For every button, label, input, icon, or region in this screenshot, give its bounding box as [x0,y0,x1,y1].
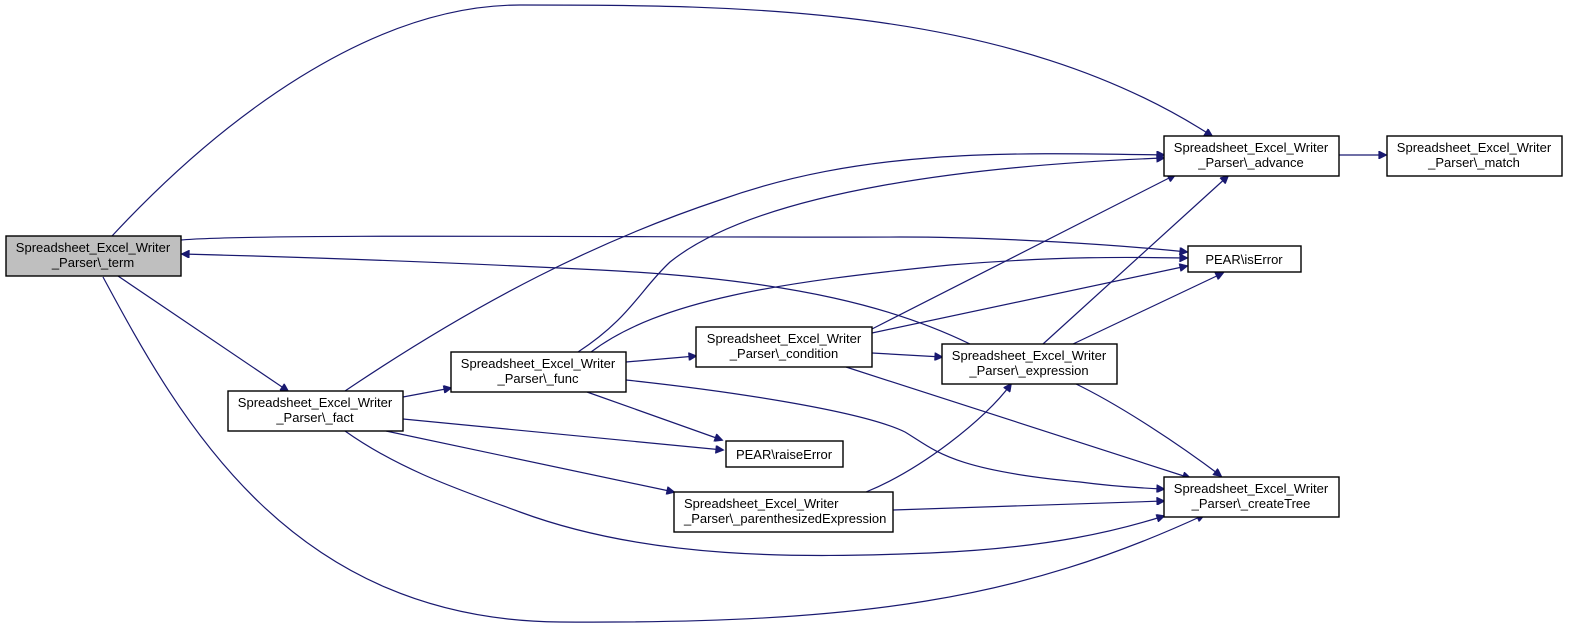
edge-expression-createTree [1073,382,1221,476]
node-func[interactable]: Spreadsheet_Excel_Writer _Parser\_func [450,351,627,393]
node-raiseError-line1: PEAR\raiseError [736,447,833,462]
edge-term-createTree [102,276,1204,623]
edge-parenthesized-expression [865,384,1011,493]
node-advance-line1: Spreadsheet_Excel_Writer [1174,140,1329,155]
edge-func-advance [577,158,1164,353]
node-parenthesized-line2: _Parser\_parenthesizedExpression [683,511,886,526]
edges [102,4,1386,623]
node-expression-line2: _Parser\_expression [968,363,1088,378]
edge-fact-func [402,388,451,398]
edge-func-createTree [625,379,1164,489]
node-term-line2: _Parser\_term [51,255,134,270]
edge-func-condition [625,356,696,363]
node-func-line2: _Parser\_func [497,371,579,386]
node-isError-line1: PEAR\isError [1205,252,1283,267]
node-expression-line1: Spreadsheet_Excel_Writer [952,348,1107,363]
node-raiseError[interactable]: PEAR\raiseError [725,440,844,468]
edge-term-advance [111,4,1212,237]
node-term-line1: Spreadsheet_Excel_Writer [16,240,171,255]
edge-condition-createTree [845,366,1190,478]
node-createTree[interactable]: Spreadsheet_Excel_Writer _Parser\_create… [1163,476,1340,518]
edge-term-isError [180,235,1187,252]
node-fact-line1: Spreadsheet_Excel_Writer [238,395,393,410]
node-createTree-line2: _Parser\_createTree [1191,496,1311,511]
node-advance-line2: _Parser\_advance [1197,155,1304,170]
node-parenthesized-line1: Spreadsheet_Excel_Writer [684,496,839,511]
edge-func-isError [590,257,1187,353]
node-match[interactable]: Spreadsheet_Excel_Writer _Parser\_match [1386,135,1563,177]
node-func-line1: Spreadsheet_Excel_Writer [461,356,616,371]
edge-expression-isError [1072,273,1223,345]
node-advance[interactable]: Spreadsheet_Excel_Writer _Parser\_advanc… [1163,135,1340,177]
edge-expression-term [182,254,971,345]
node-match-line1: Spreadsheet_Excel_Writer [1397,140,1552,155]
edge-fact-createTree [344,430,1164,557]
node-fact-line2: _Parser\_fact [275,410,354,425]
node-condition-line2: _Parser\_condition [729,346,838,361]
edge-fact-advance [344,154,1164,392]
node-condition[interactable]: Spreadsheet_Excel_Writer _Parser\_condit… [695,326,873,368]
edge-term-fact [117,275,288,391]
edge-condition-expression [871,352,942,357]
edge-parenthesized-createTree [892,501,1164,511]
edge-condition-isError [871,266,1187,334]
edge-fact-parenthesized [385,430,674,492]
node-expression[interactable]: Spreadsheet_Excel_Writer _Parser\_expres… [941,343,1118,385]
node-createTree-line1: Spreadsheet_Excel_Writer [1174,481,1329,496]
edge-expression-advance [1042,176,1228,345]
edge-func-raiseError [586,391,722,440]
edge-fact-raiseError [402,418,723,450]
node-fact[interactable]: Spreadsheet_Excel_Writer _Parser\_fact [227,390,404,432]
node-parenthesized[interactable]: Spreadsheet_Excel_Writer _Parser\_parent… [673,491,894,533]
edge-condition-advance [871,175,1175,330]
node-term[interactable]: Spreadsheet_Excel_Writer _Parser\_term [5,235,182,277]
node-condition-line1: Spreadsheet_Excel_Writer [707,331,862,346]
node-match-line2: _Parser\_match [1427,155,1520,170]
node-isError[interactable]: PEAR\isError [1187,245,1302,273]
